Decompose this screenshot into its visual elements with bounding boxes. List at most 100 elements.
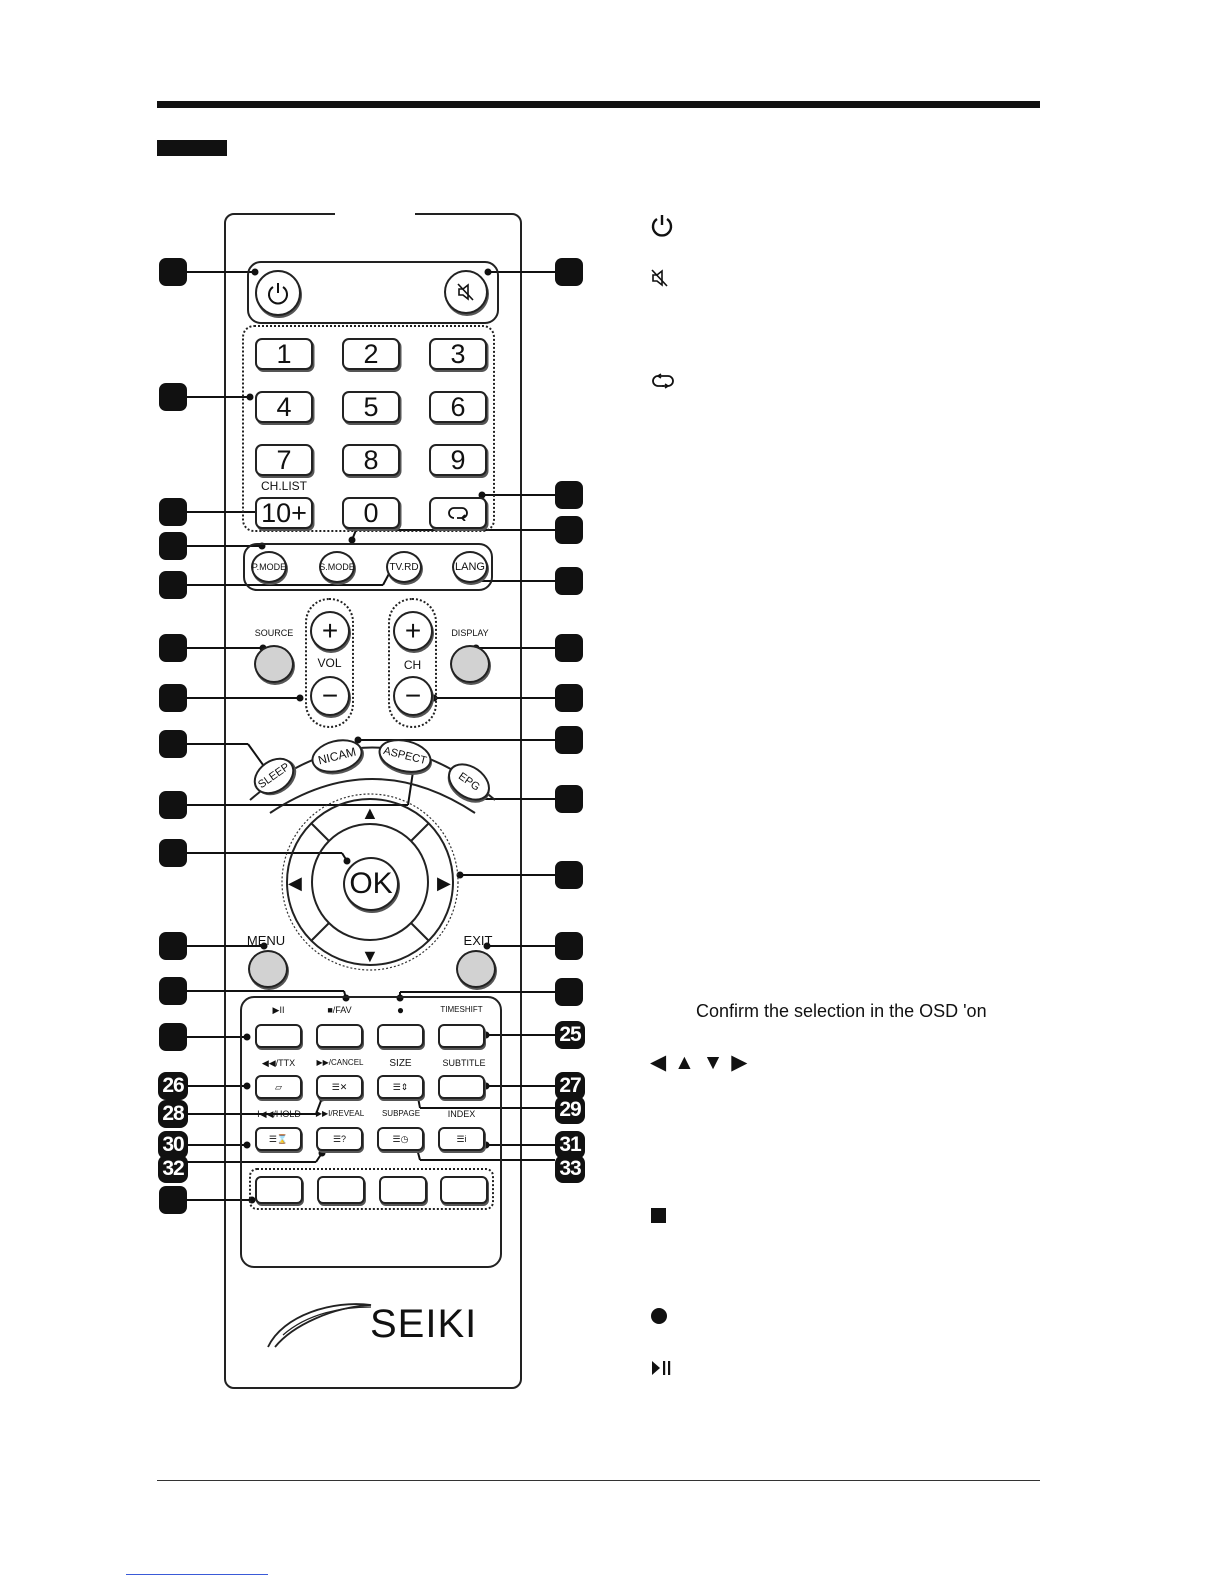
volume-group <box>305 598 354 728</box>
teletext-reveal-icon: ☰? <box>332 1133 347 1144</box>
volume-up-button[interactable]: + <box>310 611 350 651</box>
index-button[interactable]: ☰i <box>438 1127 485 1151</box>
ok-description: Confirm the selection in the OSD 'on <box>696 1001 987 1021</box>
teletext-index-icon: ☰i <box>456 1133 467 1144</box>
power-button[interactable] <box>255 270 301 316</box>
subtitle-button[interactable] <box>438 1075 485 1099</box>
play-pause-label: ▶II <box>272 1005 285 1015</box>
media-section <box>240 996 502 1268</box>
plus-icon: + <box>404 615 422 646</box>
timeshift-button[interactable] <box>438 1024 485 1048</box>
remote-notch <box>335 210 415 219</box>
ttx-label: ◀◀/TTX <box>261 1058 296 1068</box>
mute-button[interactable] <box>444 270 488 314</box>
digit-1-button[interactable]: 1 <box>255 338 313 370</box>
callout-marker <box>555 684 583 712</box>
callout-marker <box>555 978 583 1006</box>
power-icon <box>268 283 288 305</box>
digit-8-button[interactable]: 8 <box>342 444 400 476</box>
callout-marker <box>555 516 583 544</box>
size-label: SIZE <box>389 1058 412 1069</box>
yellow-button[interactable] <box>379 1176 427 1204</box>
picture-mode-button[interactable]: P.MODE <box>251 551 287 583</box>
size-button[interactable]: ☰⇕ <box>377 1075 424 1099</box>
menu-label: MENU <box>246 933 286 948</box>
menu-button[interactable] <box>248 950 288 988</box>
callout-27: 27 <box>555 1072 585 1100</box>
digit-5-button[interactable]: 5 <box>342 391 400 423</box>
digit-3-button[interactable]: 3 <box>429 338 487 370</box>
minus-icon: − <box>321 680 339 711</box>
play-pause-icon <box>652 1361 671 1375</box>
stop-fav-button[interactable] <box>316 1024 363 1048</box>
ok-button[interactable]: OK <box>343 857 399 911</box>
callout-marker <box>159 634 187 662</box>
record-label: ● <box>396 1003 405 1017</box>
recall-icon <box>448 507 468 521</box>
subpage-button[interactable]: ☰◷ <box>377 1127 424 1151</box>
digit-0-button[interactable]: 0 <box>342 497 400 529</box>
red-button[interactable] <box>255 1176 303 1204</box>
display-button[interactable] <box>450 645 490 683</box>
footer-rule <box>157 1480 1040 1481</box>
mute-icon <box>457 283 474 301</box>
vol-label: VOL <box>317 656 342 670</box>
channel-up-button[interactable]: + <box>393 611 433 651</box>
subpage-label: SUBPAGE <box>381 1109 421 1118</box>
section-tab <box>157 140 227 156</box>
source-button[interactable] <box>254 645 294 683</box>
sound-mode-button[interactable]: S.MODE <box>319 551 355 583</box>
green-button[interactable] <box>317 1176 365 1204</box>
cancel-button[interactable]: ☰✕ <box>316 1075 363 1099</box>
digit-2-button[interactable]: 2 <box>342 338 400 370</box>
exit-button[interactable] <box>456 950 496 988</box>
header-rule <box>157 101 1040 108</box>
ttx-button[interactable]: ▱ <box>255 1075 302 1099</box>
digit-6-button[interactable]: 6 <box>429 391 487 423</box>
channel-down-button[interactable]: − <box>393 676 433 716</box>
digit-7-button[interactable]: 7 <box>255 444 313 476</box>
seiki-logo-swoosh-icon <box>267 1303 372 1348</box>
callout-marker <box>159 258 187 286</box>
callout-marker <box>159 498 187 526</box>
hold-button[interactable]: ☰⌛ <box>255 1127 302 1151</box>
callout-marker <box>159 571 187 599</box>
reveal-button[interactable]: ☰? <box>316 1127 363 1151</box>
dpad <box>281 793 459 971</box>
volume-down-button[interactable]: − <box>310 676 350 716</box>
display-label: DISPLAY <box>451 628 489 638</box>
footer-link-underline <box>126 1574 268 1575</box>
digit-9-button[interactable]: 9 <box>429 444 487 476</box>
play-pause-button[interactable] <box>255 1024 302 1048</box>
digit-4-button[interactable]: 4 <box>255 391 313 423</box>
right-arrow-button[interactable]: ▶ <box>437 873 451 893</box>
record-button[interactable] <box>377 1024 424 1048</box>
callout-marker <box>159 730 187 758</box>
callout-marker <box>159 977 187 1005</box>
ten-plus-button[interactable]: 10+ <box>255 497 313 529</box>
tv-radio-button[interactable]: TV.RD <box>386 551 422 583</box>
callout-29: 29 <box>555 1096 585 1124</box>
callout-33: 33 <box>555 1155 585 1183</box>
left-arrow-button[interactable]: ◀ <box>288 873 302 893</box>
language-button[interactable]: LANG <box>452 551 488 583</box>
recall-icon <box>652 373 674 389</box>
callout-28: 28 <box>158 1100 188 1128</box>
power-icon <box>651 215 673 237</box>
blue-button[interactable] <box>440 1176 488 1204</box>
reveal-label: ▶▶I/REVEAL <box>315 1109 365 1118</box>
teletext-hold-icon: ☰⌛ <box>268 1133 289 1144</box>
up-arrow-button[interactable]: ▲ <box>361 803 379 823</box>
callout-25: 25 <box>555 1021 585 1049</box>
callout-marker <box>159 1186 187 1214</box>
arrow-symbols: ◀ ▲ ▼ ▶ <box>650 1051 749 1074</box>
source-label: SOURCE <box>254 628 294 638</box>
fav-label: ■/FAV <box>327 1005 352 1015</box>
down-arrow-button[interactable]: ▼ <box>361 946 379 966</box>
mute-icon <box>651 269 668 287</box>
power-mute-group <box>247 261 499 324</box>
callout-marker <box>159 932 187 960</box>
recall-button[interactable] <box>429 497 487 529</box>
callout-32: 32 <box>158 1155 188 1183</box>
